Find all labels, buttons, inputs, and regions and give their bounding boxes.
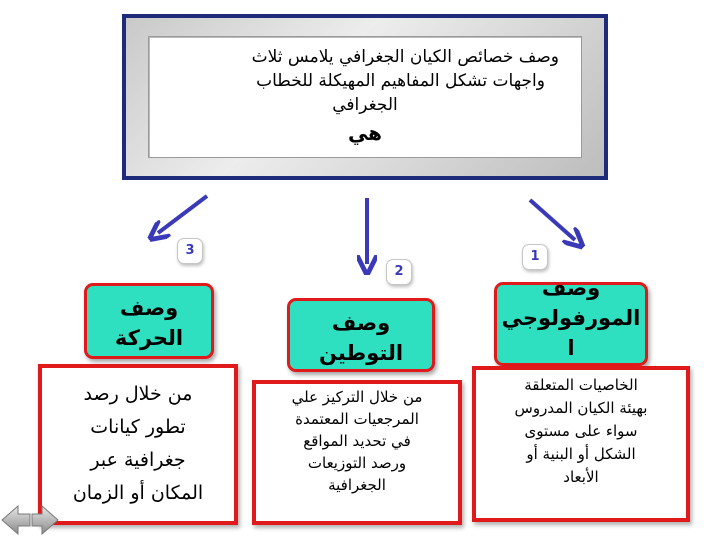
description-settlement-line: ورصد التوزيعات	[307, 454, 407, 472]
description-settlement-line: في تحديد المواقع	[303, 432, 411, 450]
description-movement-line: تطور كيانات	[90, 416, 186, 438]
category-settlement-line-1: وصف	[331, 311, 391, 335]
category-morphology-line-1: وصف	[541, 282, 601, 300]
description-movement-line: جغرافية عبر	[90, 449, 186, 471]
title-panel: وصف خصائص الكيان الجغرافي يلامس ثلاث واج…	[148, 36, 582, 158]
description-morphology: الخاصيات المتعلقة بهيئة الكيان المدروس س…	[472, 366, 690, 522]
badge-3: 3	[177, 238, 203, 264]
description-settlement-line: من خلال التركيز علي	[291, 388, 423, 406]
description-morphology-line: الخاصيات المتعلقة	[524, 376, 638, 394]
title-line-2: واجهات تشكل المفاهيم المهيكلة للخطاب	[256, 71, 545, 91]
description-morphology-line: الشكل أو البنية أو	[526, 445, 636, 463]
category-settlement-line-2: التوطين	[318, 341, 404, 365]
arrow-left	[158, 194, 209, 233]
badge-2: 2	[386, 259, 412, 285]
description-morphology-line: سواء على مستوى	[524, 422, 638, 440]
arrow-right	[528, 198, 575, 240]
category-morphology: وصف المورفولوجي ا	[494, 282, 648, 366]
category-movement-line-1: وصف	[119, 296, 179, 320]
title-line-4: هي	[347, 121, 383, 145]
category-morphology-line-2: المورفولوجي	[501, 306, 641, 330]
title-frame: وصف خصائص الكيان الجغرافي يلامس ثلاث واج…	[122, 14, 608, 180]
title-line-3: الجغرافي	[332, 95, 398, 115]
category-movement-line-2: الحركة	[114, 326, 184, 350]
title-line-1: وصف خصائص الكيان الجغرافي يلامس ثلاث	[251, 47, 559, 67]
badge-1: 1	[522, 244, 548, 270]
description-settlement-line: المرجعيات المعتمدة	[295, 410, 419, 428]
description-movement: من خلال رصد تطور كيانات جغرافية عبر المك…	[38, 364, 238, 525]
description-settlement-line: الجغرافية	[328, 476, 386, 494]
description-movement-line: المكان أو الزمان	[72, 482, 204, 504]
category-morphology-line-3: ا	[567, 336, 575, 360]
category-movement: وصف الحركة	[84, 283, 214, 359]
description-movement-line: من خلال رصد	[83, 383, 193, 405]
title-text: وصف خصائص الكيان الجغرافي يلامس ثلاث واج…	[159, 45, 571, 145]
description-morphology-line: بهيئة الكيان المدروس	[514, 399, 648, 417]
description-settlement: من خلال التركيز علي المرجعيات المعتمدة ف…	[252, 380, 462, 525]
category-settlement: وصف التوطين	[287, 298, 435, 372]
description-morphology-line: الأبعاد	[563, 468, 599, 486]
back-forward-arrows-icon[interactable]	[0, 500, 60, 540]
